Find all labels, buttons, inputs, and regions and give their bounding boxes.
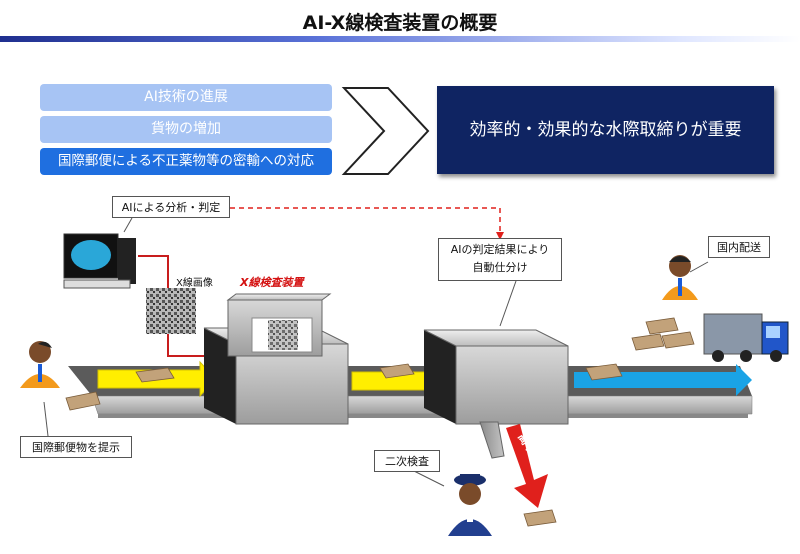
callout-domestic-delivery: 国内配送 [708,236,770,258]
callout-auto-sort-line1: AIの判定結果により [450,243,550,256]
parcel-box [65,317,695,527]
xray-link-top [138,255,169,290]
callout-secondary-inspection: 二次検査 [374,450,440,472]
dashed-ai-link [230,207,501,236]
auto-sorting-device [423,329,569,459]
pc-monitor [63,233,136,289]
callout-auto-sort: AIの判定結果により 自動仕分け [438,238,562,281]
conveyor-base [98,414,748,418]
title-underline-bar [0,36,800,42]
delivery-truck [703,313,789,362]
person-customs-officer [448,474,492,536]
xray-image-thumbnail [146,288,196,334]
callout-auto-sort-line2: 自動仕分け [472,261,528,274]
callout-pointer-ai [123,217,133,233]
page-title: AI-X線検査装置の概要 [302,12,498,34]
chevron-right-icon [341,87,430,175]
xray-device [203,293,349,425]
callout-pointer-submit [43,401,49,437]
person-domestic [662,255,698,300]
dashed-link-arrowhead [496,232,504,240]
callout-pointer-domestic [689,261,709,273]
callout-pointer-secondary [411,469,445,487]
xray-image-label: X線画像 [176,278,213,289]
main-message-box: 効率的・効果的な水際取締りが重要 [437,86,774,174]
high-risk-arrow [506,424,548,508]
xray-device-label: X線検査装置 [240,276,304,289]
xray-link-bottom [167,330,204,357]
callout-pointer-sort [499,280,517,327]
factor-ai-progress: AI技術の進展 [40,84,332,111]
callout-submit-mail: 国際郵便物を提示 [20,436,132,458]
person-sender [20,341,60,388]
callout-ai-analysis: AIによる分析・判定 [112,196,230,218]
factor-cargo-increase: 貨物の増加 [40,116,332,143]
conveyor-front [91,395,753,415]
factor-smuggling-response: 国際郵便による不正薬物等の密輸への対応 [40,148,332,175]
